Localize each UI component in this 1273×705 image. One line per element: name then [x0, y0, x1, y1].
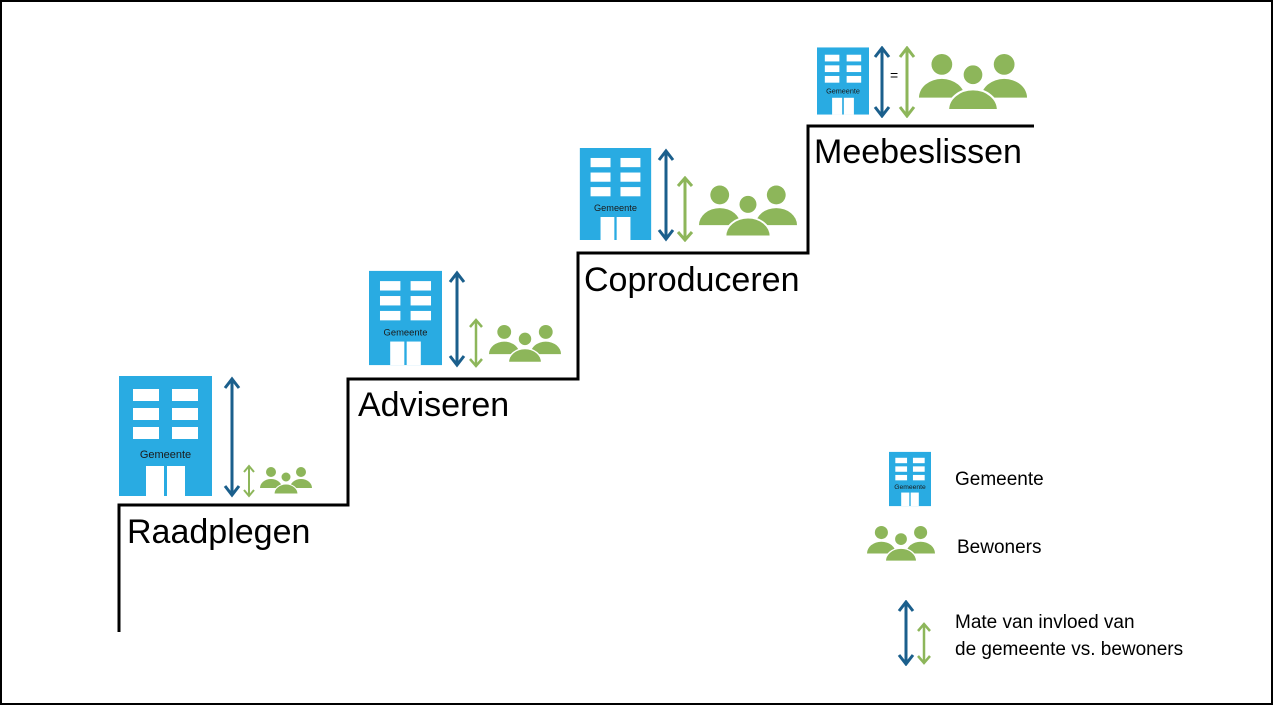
people-icon [260, 467, 312, 494]
legend-label-invloed-line1: Mate van invloed van [955, 612, 1135, 633]
gemeente-influence-arrow [448, 270, 466, 368]
legend-double-arrow-icon [897, 600, 931, 666]
people-icon [699, 185, 797, 238]
bewoners-influence-arrow [676, 176, 694, 242]
gemeente-influence-arrow [657, 148, 675, 242]
step-label-adviseren: Adviseren [358, 386, 510, 424]
legend-label-bewoners: Bewoners [957, 537, 1042, 558]
building-label: Gemeente [140, 449, 191, 461]
bewoners-influence-arrow [898, 46, 916, 118]
building-icon: Gemeente [119, 376, 212, 496]
people-icon [489, 325, 561, 363]
building-label: Gemeente [826, 86, 860, 95]
people-icon [919, 54, 1027, 112]
step-label-raadplegen: Raadplegen [127, 513, 311, 551]
bewoners-influence-arrow [243, 464, 255, 498]
equals-sign: = [890, 67, 899, 83]
legend-label-gemeente: Gemeente [955, 469, 1044, 490]
building-label: Gemeente [384, 326, 428, 337]
legend-building-icon: Gemeente [889, 451, 931, 507]
gemeente-influence-arrow [223, 376, 241, 498]
staircase-line [117, 124, 1034, 632]
building-label: Gemeente [594, 203, 637, 213]
legend-people-icon [867, 526, 935, 562]
building-icon: Gemeente [817, 47, 869, 115]
step-label-meebeslissen: Meebeslissen [814, 133, 1022, 171]
step-label-coproduceren: Coproduceren [584, 261, 800, 299]
gemeente-influence-arrow [873, 46, 891, 118]
building-icon: Gemeente [369, 270, 442, 366]
building-icon: Gemeente [579, 148, 652, 240]
legend-label-invloed-line2: de gemeente vs. bewoners [955, 639, 1184, 660]
bewoners-influence-arrow [469, 318, 483, 368]
building-label: Gemeente [894, 484, 926, 491]
